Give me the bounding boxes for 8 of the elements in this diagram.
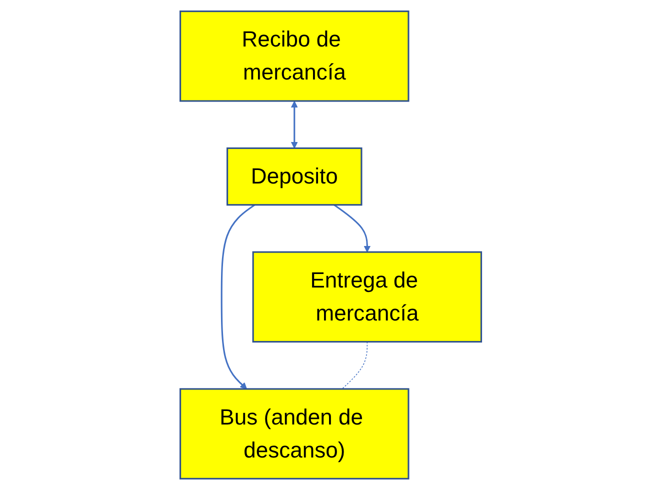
node-box: Entrega de mercancía	[252, 251, 482, 343]
node-box: Recibo de mercancía	[179, 10, 409, 102]
connector	[341, 341, 368, 390]
node-box: Deposito	[226, 147, 362, 206]
arrow	[333, 204, 370, 252]
arrow	[290, 101, 298, 149]
node-box: Bus (anden de descanso)	[179, 388, 409, 480]
arrow	[220, 204, 255, 390]
